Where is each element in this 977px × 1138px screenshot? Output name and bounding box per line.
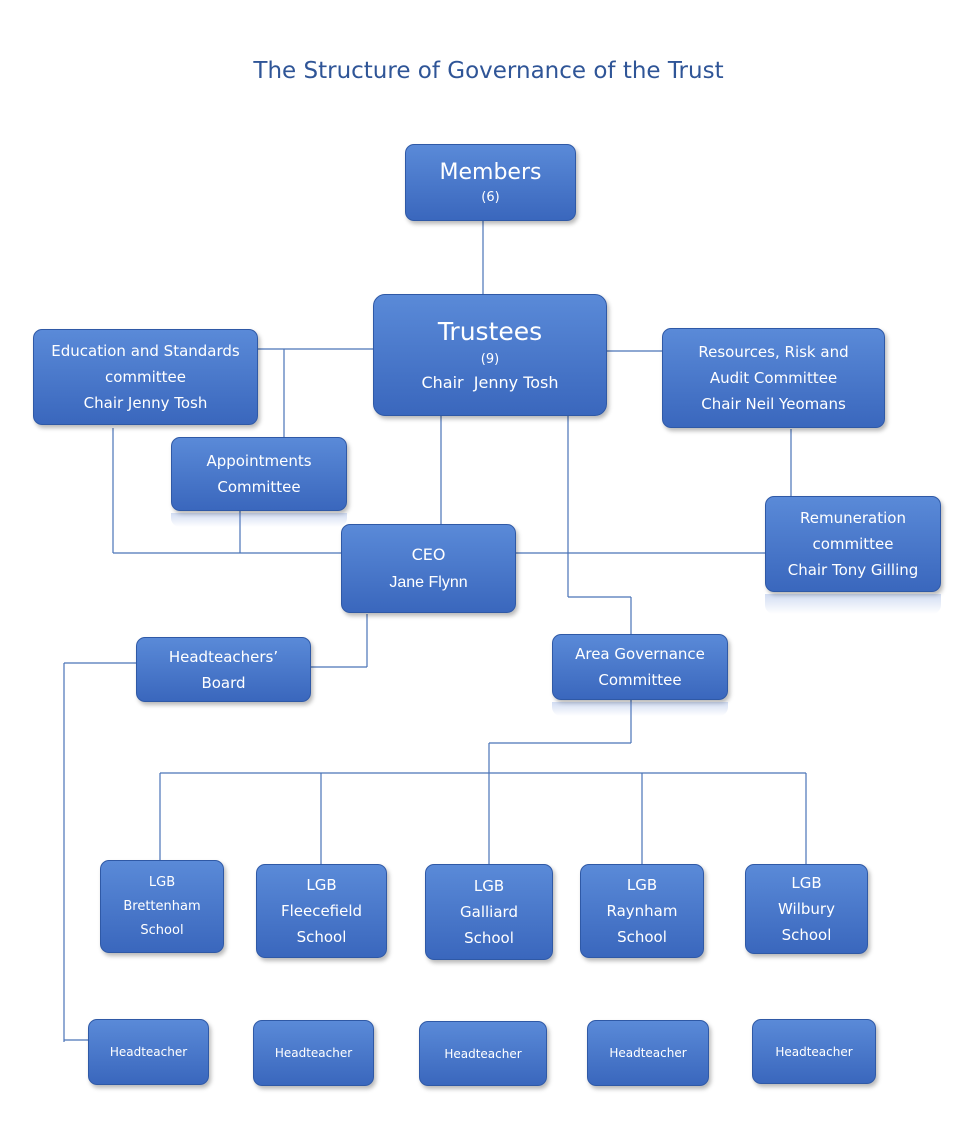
lgb-label: LGB xyxy=(473,877,505,895)
lgb-galliard-box: LGB Galliard School xyxy=(425,864,553,960)
area-reflection xyxy=(552,702,728,716)
headteacher-label: Headteacher xyxy=(444,1046,522,1061)
lgb-school-name: Fleecefield xyxy=(280,902,363,920)
trustees-count: (9) xyxy=(480,352,500,367)
remuneration-line2: committee xyxy=(812,535,894,553)
education-line2: committee xyxy=(104,368,187,386)
lgb-fleecefield-box: LGB Fleecefield School xyxy=(256,864,387,958)
lgb-school-name: Raynham xyxy=(606,902,678,920)
education-committee-box: Education and Standards committee Chair … xyxy=(33,329,258,425)
remuneration-chair: Chair Tony Gilling xyxy=(787,561,919,579)
area-line1: Area Governance xyxy=(575,645,705,663)
lgb-brettenham-box: LGB Brettenham School xyxy=(100,860,224,953)
lgb-school-word: School xyxy=(140,922,184,938)
resources-chair: Chair Neil Yeomans xyxy=(701,395,846,413)
headteacher-label: Headteacher xyxy=(274,1046,353,1060)
headteacher-box: Headteacher xyxy=(253,1020,374,1086)
education-line1: Education and Standards xyxy=(51,342,240,360)
members-count: (6) xyxy=(481,189,500,205)
education-chair: Chair Jenny Tosh xyxy=(83,394,208,412)
trustees-chair: Chair Jenny Tosh xyxy=(421,373,559,392)
lgb-label: LGB xyxy=(791,874,822,892)
trustees-label: Trustees xyxy=(437,317,543,346)
ceo-box: CEO Jane Flynn xyxy=(341,524,516,613)
lgb-school-word: School xyxy=(617,928,667,946)
lgb-wilbury-box: LGB Wilbury School xyxy=(745,864,868,954)
headteacher-label: Headteacher xyxy=(609,1046,687,1060)
lgb-label: LGB xyxy=(626,876,658,894)
lgb-school-name: Wilbury xyxy=(778,900,835,918)
headteacher-box: Headteacher xyxy=(419,1021,547,1086)
headteacher-label: Headteacher xyxy=(109,1045,188,1059)
headteachers-board-box: Headteachers’ Board xyxy=(136,637,311,702)
appointments-line1: Appointments xyxy=(206,452,312,470)
headteacher-box: Headteacher xyxy=(752,1019,876,1084)
remuneration-reflection xyxy=(765,594,941,614)
lgb-school-name: Brettenham xyxy=(123,898,201,914)
lgb-label: LGB xyxy=(148,874,176,890)
resources-committee-box: Resources, Risk and Audit Committee Chai… xyxy=(662,328,885,428)
headteacher-box: Headteacher xyxy=(587,1020,709,1086)
lgb-school-word: School xyxy=(781,926,832,944)
members-box: Members (6) xyxy=(405,144,576,221)
lgb-label: LGB xyxy=(306,876,337,894)
ceo-name: Jane Flynn xyxy=(389,573,468,591)
remuneration-line1: Remuneration xyxy=(800,509,906,527)
headteacher-box: Headteacher xyxy=(88,1019,209,1085)
lgb-raynham-box: LGB Raynham School xyxy=(580,864,704,958)
resources-line2: Audit Committee xyxy=(709,369,838,387)
appointments-line2: Committee xyxy=(217,478,301,496)
appointments-committee-box: Appointments Committee xyxy=(171,437,347,511)
headteachers-board-line1: Headteachers’ xyxy=(168,647,279,666)
lgb-school-name: Galliard xyxy=(460,903,518,921)
page-title: The Structure of Governance of the Trust xyxy=(253,58,724,84)
remuneration-committee-box: Remuneration committee Chair Tony Gillin… xyxy=(765,496,941,592)
area-governance-box: Area Governance Committee xyxy=(552,634,728,700)
headteacher-label: Headteacher xyxy=(775,1044,853,1059)
members-label: Members xyxy=(439,159,542,185)
lgb-school-word: School xyxy=(296,928,347,946)
appointments-reflection xyxy=(171,513,347,527)
lgb-school-word: School xyxy=(464,929,514,947)
ceo-label: CEO xyxy=(411,544,446,564)
headteachers-board-line2: Board xyxy=(201,673,246,692)
resources-line1: Resources, Risk and xyxy=(698,343,849,361)
area-line2: Committee xyxy=(598,671,682,689)
trustees-box: Trustees (9) Chair Jenny Tosh xyxy=(373,294,607,416)
